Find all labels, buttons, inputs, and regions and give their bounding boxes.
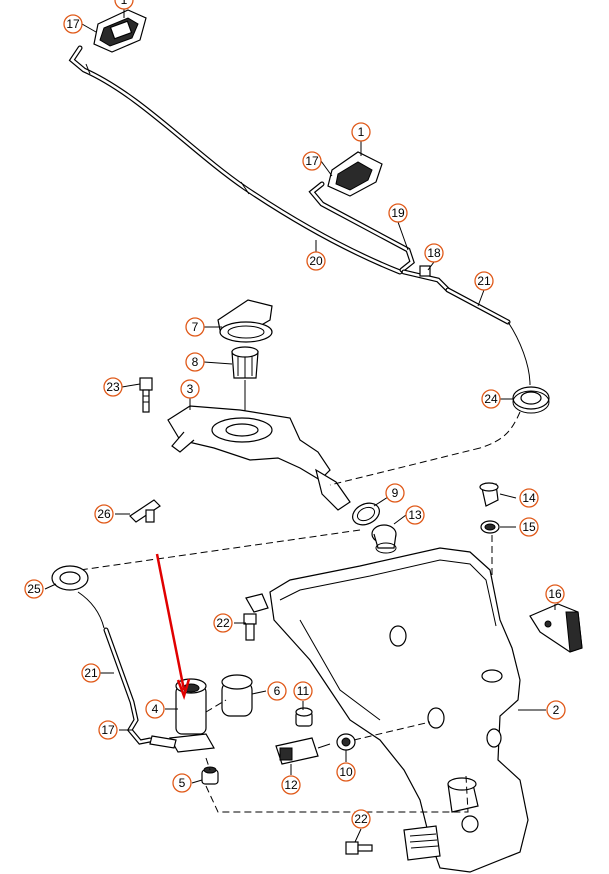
grommet-24 [512,386,550,414]
callout-8: 8 [185,352,205,372]
cap-14 [479,482,499,507]
callout-18: 18 [424,243,444,263]
svg-text:9: 9 [392,486,399,500]
route-dashed-pump [205,699,227,713]
svg-text:11: 11 [297,684,310,698]
svg-text:16: 16 [548,587,562,601]
svg-text:8: 8 [192,355,199,369]
washer-nozzle-left [93,9,147,53]
callout-16: 16 [545,584,565,604]
callout-10: 10 [336,762,356,782]
svg-text:7: 7 [192,320,199,334]
y-connector-18 [401,265,451,293]
reservoir-2 [245,547,529,873]
seal-11 [295,707,313,727]
callout-11: 11 [293,681,313,701]
svg-text:1: 1 [121,0,128,7]
svg-text:22: 22 [216,616,230,630]
seal-9 [352,502,380,526]
callout-22-upper: 22 [213,613,233,633]
filler-neck-3 [167,405,351,511]
highlight-arrow [155,553,191,700]
callout-22-lower: 22 [351,809,371,829]
bracket-16 [529,603,583,653]
hose-19 [308,181,415,273]
washer-nozzle-right [327,151,383,197]
filler-cap-7 [217,299,273,343]
route-dashed-sensor [353,721,431,741]
callout-12: 12 [281,775,301,795]
hose-20 [68,45,403,275]
leader-lines [44,6,556,843]
callout-7: 7 [185,317,205,337]
svg-text:2: 2 [553,703,560,717]
strainer-8 [231,346,259,379]
svg-text:19: 19 [391,206,405,220]
grommet-25 [51,565,89,591]
callout-21-top: 21 [474,271,494,291]
route-dashed-upper [329,447,481,486]
callout-17-top: 17 [63,14,83,34]
hose-21-upper [445,287,531,449]
svg-text:10: 10 [339,765,353,779]
callout-5: 5 [172,773,192,793]
callout-24: 24 [481,389,501,409]
svg-text:21: 21 [84,666,98,680]
svg-text:20: 20 [309,254,323,268]
callout-2: 2 [546,700,566,720]
svg-text:6: 6 [274,684,281,698]
svg-text:26: 26 [97,507,111,521]
grommet-15 [480,520,500,534]
callout-17-lower: 17 [98,720,118,740]
route-dashed-lower [205,775,469,813]
clip-26 [129,499,161,523]
svg-text:25: 25 [27,582,41,596]
callout-17-mid: 17 [302,151,322,171]
grommet-6 [221,674,253,717]
callout-1-top: 1 [114,0,134,10]
svg-text:17: 17 [305,154,319,168]
grommet-5 [201,766,219,785]
level-sensor-block [403,825,441,861]
level-sensor-12 [275,737,331,765]
callout-26: 26 [94,504,114,524]
callout-19: 19 [388,203,408,223]
svg-text:24: 24 [484,392,498,406]
callout-21-lower: 21 [81,663,101,683]
svg-text:14: 14 [522,491,536,505]
grommet-13 [371,524,397,554]
svg-text:17: 17 [101,723,115,737]
svg-text:21: 21 [477,274,491,288]
svg-text:4: 4 [152,702,159,716]
route-dashed-middle [79,529,361,571]
svg-text:13: 13 [408,508,422,522]
callout-4: 4 [145,699,165,719]
callout-20: 20 [306,251,326,271]
callout-3: 3 [180,379,200,399]
svg-text:3: 3 [187,382,194,396]
callout-6: 6 [267,681,287,701]
svg-text:1: 1 [358,125,365,139]
svg-text:5: 5 [179,776,186,790]
callout-25: 25 [24,579,44,599]
callout-1-mid: 1 [351,122,371,142]
svg-text:17: 17 [66,17,80,31]
callout-9: 9 [385,483,405,503]
callout-23: 23 [103,377,123,397]
callout-14: 14 [519,488,539,508]
bolt-23 [139,377,153,413]
svg-text:15: 15 [522,520,536,534]
bolt-22-upper [243,613,257,641]
svg-text:18: 18 [427,246,441,260]
hose-21-lower [77,591,153,745]
svg-text:22: 22 [354,812,368,826]
bolt-22-lower [345,841,373,855]
svg-text:23: 23 [106,380,120,394]
grommet-10 [336,733,356,751]
callout-13: 13 [405,505,425,525]
callout-15: 15 [519,517,539,537]
route-dashed-pump-grommet [205,757,211,771]
svg-text:12: 12 [284,778,298,792]
